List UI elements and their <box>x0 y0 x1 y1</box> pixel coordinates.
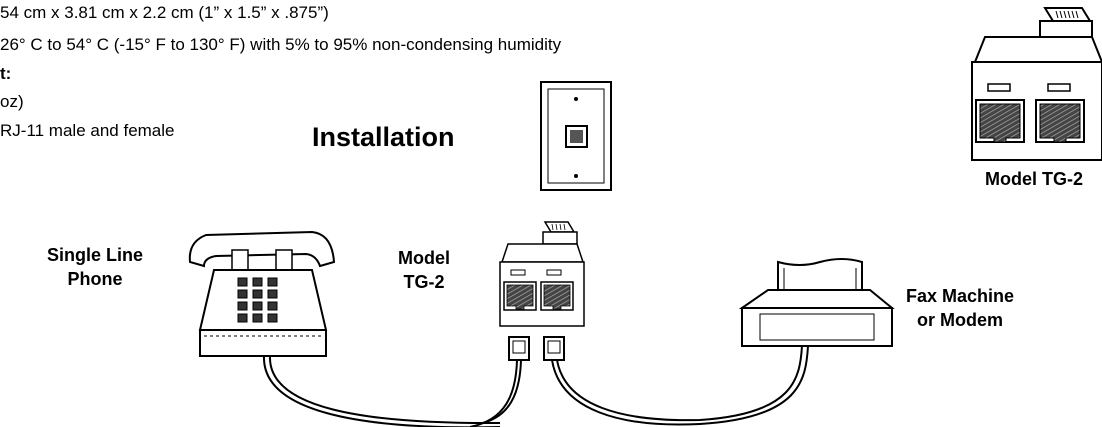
spec-weight-heading: t: <box>0 64 12 83</box>
rj11-plug-left-icon <box>508 336 530 361</box>
spec-dimensions: 54 cm x 3.81 cm x 2.2 cm (1” x 1.5” x .8… <box>0 3 329 22</box>
fax-label-line2: or Modem <box>916 310 1003 330</box>
rj11-plug-right-icon <box>543 336 565 361</box>
adapter-small-icon <box>499 221 585 327</box>
fax-cable <box>551 345 809 426</box>
fax-machine-icon <box>738 258 895 347</box>
phone-label-line2: Phone <box>67 269 123 289</box>
installation-heading: Installation <box>312 122 455 152</box>
model-center-label-line1: Model <box>398 248 450 268</box>
spec-weight-value: oz) <box>0 92 24 111</box>
phone-icon <box>188 230 336 357</box>
model-center-label-line2: TG-2 <box>403 272 445 292</box>
fax-label-line1: Fax Machine <box>905 286 1015 306</box>
wall-plate-icon <box>540 81 612 191</box>
phone-label-line1: Single Line <box>46 245 143 265</box>
adapter-large-icon <box>971 7 1102 161</box>
spec-temperature: 26° C to 54° C (-15° F to 130° F) with 5… <box>0 35 562 54</box>
model-top-label: Model TG-2 <box>985 169 1083 189</box>
phone-cable <box>262 355 522 427</box>
spec-connectors: RJ-11 male and female <box>0 121 175 140</box>
